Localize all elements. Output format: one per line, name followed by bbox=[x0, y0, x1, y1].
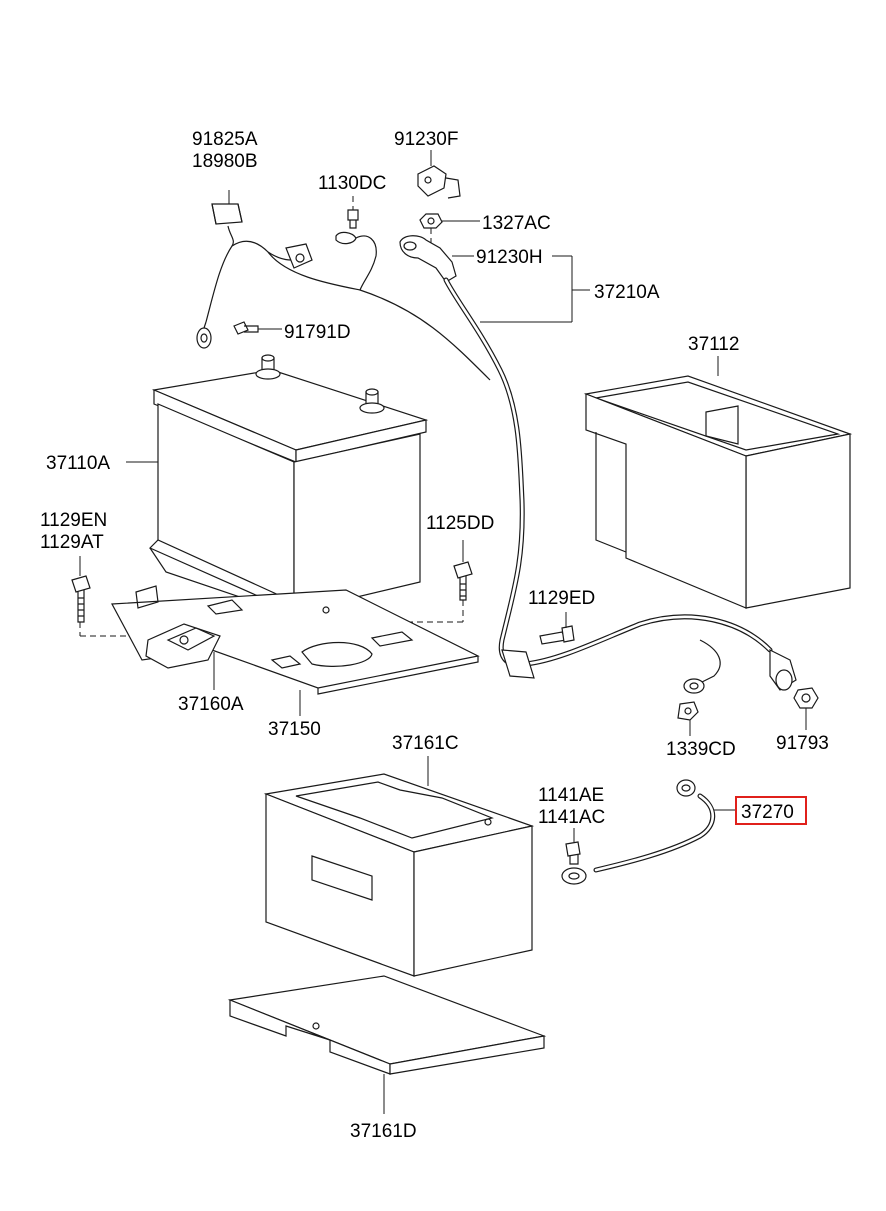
label-91825A[interactable]: 91825A bbox=[192, 129, 258, 150]
label-37210A[interactable]: 37210A bbox=[594, 282, 660, 303]
label-37161D[interactable]: 37161D bbox=[350, 1121, 417, 1142]
label-18980B[interactable]: 18980B bbox=[192, 151, 258, 172]
label-91793[interactable]: 91793 bbox=[776, 733, 829, 754]
label-1129ED[interactable]: 1129ED bbox=[528, 588, 595, 609]
leader-37210A-drawing bbox=[452, 255, 590, 323]
bolt-1130DC-drawing bbox=[335, 196, 377, 291]
plate-37161D-drawing bbox=[227, 975, 547, 1114]
label-37112[interactable]: 37112 bbox=[688, 334, 739, 355]
label-1327AC[interactable]: 1327AC bbox=[482, 213, 551, 234]
label-1141AC[interactable]: 1141AC bbox=[538, 807, 605, 828]
connector-91825A-drawing bbox=[211, 190, 243, 225]
label-1129EN[interactable]: 1129EN bbox=[40, 510, 107, 531]
label-1339CD[interactable]: 1339CD bbox=[666, 739, 736, 760]
label-37270[interactable]: 37270 bbox=[741, 802, 794, 823]
label-1129AT[interactable]: 1129AT bbox=[40, 532, 104, 553]
label-37110A[interactable]: 37110A bbox=[46, 453, 110, 474]
plate-37150-drawing bbox=[111, 585, 480, 716]
label-37150[interactable]: 37150 bbox=[268, 719, 321, 740]
terminal-91230H-drawing bbox=[399, 235, 797, 694]
label-37161C[interactable]: 37161C bbox=[392, 733, 459, 754]
insulation-37161C-drawing bbox=[263, 756, 535, 977]
clip-91230F-drawing bbox=[417, 150, 461, 199]
nut-1339CD-drawing bbox=[677, 701, 699, 736]
tray-37112-drawing bbox=[583, 356, 853, 609]
bracket-37160A-drawing bbox=[145, 623, 221, 690]
label-37160A[interactable]: 37160A bbox=[178, 694, 244, 715]
label-1141AE[interactable]: 1141AE bbox=[538, 785, 604, 806]
nut-1327AC-drawing bbox=[419, 213, 480, 244]
label-1130DC[interactable]: 1130DC bbox=[318, 173, 386, 194]
nut-91793-drawing bbox=[793, 687, 819, 730]
harness-wire-drawing bbox=[196, 225, 491, 381]
label-91230H[interactable]: 91230H bbox=[476, 247, 543, 268]
ground-cable-37270-drawing bbox=[561, 779, 736, 885]
label-1125DD[interactable]: 1125DD bbox=[426, 513, 494, 534]
bolt-91791D-drawing bbox=[233, 321, 282, 335]
label-91230F[interactable]: 91230F bbox=[394, 129, 458, 150]
highlight-box-37270 bbox=[735, 796, 807, 825]
bolt-1141AE-drawing bbox=[565, 828, 581, 865]
bolt-1129ED-drawing bbox=[539, 612, 575, 645]
battery-37110A-drawing bbox=[126, 354, 429, 615]
label-91791D[interactable]: 91791D bbox=[284, 322, 351, 343]
